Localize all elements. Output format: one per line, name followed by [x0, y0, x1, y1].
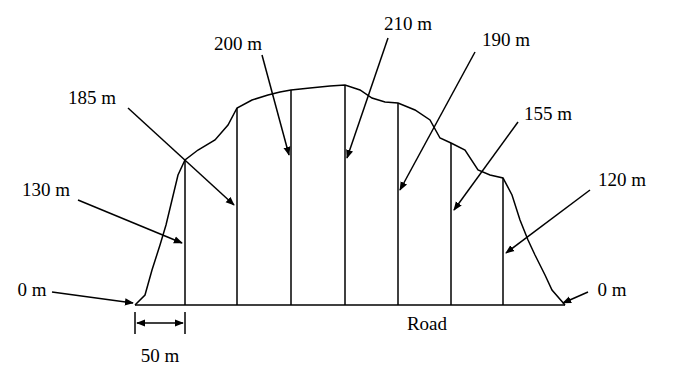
- elevation-label: 120 m: [598, 170, 646, 189]
- elevation-label: 0 m: [597, 280, 626, 299]
- elevation-label: 0 m: [17, 280, 46, 299]
- road-label: Road: [407, 314, 447, 333]
- elevation-label: 130 m: [22, 180, 70, 199]
- dimension-label: 50 m: [141, 346, 180, 365]
- road-line: [135, 304, 565, 306]
- offset-lines: [185, 85, 503, 305]
- elevation-label: 190 m: [482, 30, 530, 49]
- hill-outline: [135, 85, 565, 305]
- elevation-label: 210 m: [384, 14, 432, 33]
- elevation-label: 185 m: [68, 88, 116, 107]
- elevation-label: 200 m: [214, 34, 262, 53]
- elevation-label: 155 m: [524, 104, 572, 123]
- leader-arrows: [52, 38, 590, 303]
- dimension-50m: [135, 312, 185, 334]
